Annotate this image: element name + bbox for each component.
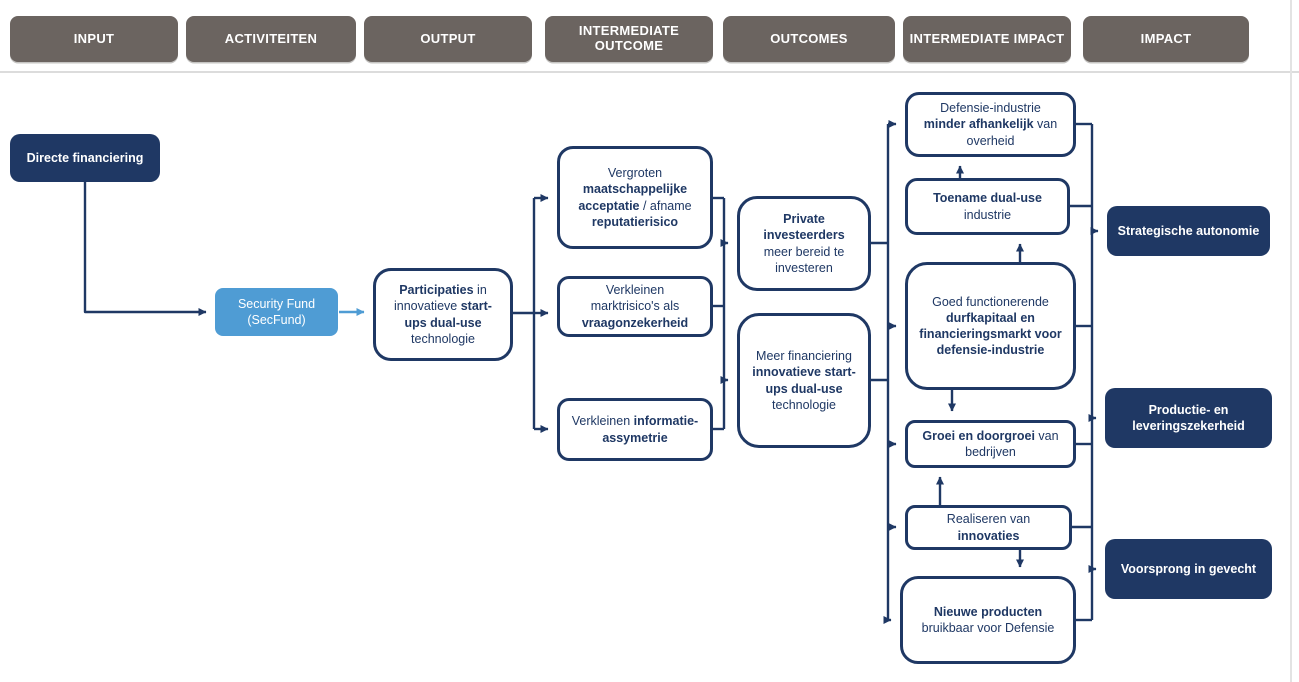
- node-toename-text: Toename dual-use industrie: [933, 191, 1046, 222]
- node-realiseren-van-innovaties: Realiseren van innovaties: [905, 505, 1072, 550]
- node-security-fund-text: Security Fund (SecFund): [237, 296, 319, 327]
- node-verkleinen-marktrisico: Verkleinen marktrisico's als vraagonzeke…: [557, 276, 713, 337]
- node-nieuwe-producten: Nieuwe producten bruikbaar voor Defensie: [900, 576, 1076, 664]
- node-groei-en-doorgroei: Groei en doorgroei van bedrijven: [905, 420, 1076, 468]
- node-verkleinen-informatie-assymetrie: Verkleinen informatie-assymetrie: [557, 398, 713, 461]
- node-productie-text: Productie- en leveringszekerheid: [1132, 402, 1245, 433]
- node-meer-financiering: Meer financiering innovatieve start-ups …: [737, 313, 871, 448]
- column-header-activiteiten: ACTIVITEITEN: [186, 16, 356, 62]
- column-header-input: INPUT: [10, 16, 178, 62]
- node-participaties: Participaties in innovatieve start-ups d…: [373, 268, 513, 361]
- column-header-intermediate-outcome: INTERMEDIATE OUTCOME: [545, 16, 713, 62]
- node-goed-functionerende-text: Goed functionerende durfkapitaal en fina…: [919, 294, 1066, 358]
- column-header-output: OUTPUT: [364, 16, 532, 62]
- node-directe-financiering-text: Directe financiering: [26, 150, 144, 165]
- node-verkleinen-informatie-text: Verkleinen informatie-assymetrie: [571, 414, 699, 445]
- node-voorsprong-in-gevecht: Voorsprong in gevecht: [1105, 539, 1272, 599]
- node-toename-dual-use-industrie: Toename dual-use industrie: [905, 178, 1070, 235]
- node-defensie-industrie-text: Defensie-industrie minder afhankelijk va…: [923, 101, 1061, 148]
- header-divider: [0, 71, 1299, 73]
- node-voorsprong-text: Voorsprong in gevecht: [1120, 561, 1257, 576]
- edge-input-to-secfund: [83, 182, 207, 316]
- node-vergroten-text: Vergroten maatschappelijke acceptatie / …: [578, 166, 696, 229]
- column-header-outcomes: OUTCOMES: [723, 16, 895, 62]
- node-directe-financiering: Directe financiering: [10, 134, 160, 182]
- node-security-fund: Security Fund (SecFund): [215, 288, 338, 336]
- node-participaties-text: Participaties in innovatieve start-ups d…: [394, 283, 492, 346]
- node-verkleinen-marktrisico-text: Verkleinen marktrisico's als vraagonzeke…: [581, 283, 689, 330]
- node-realiseren-text: Realiseren van innovaties: [946, 512, 1034, 543]
- figure-right-edge: [1290, 0, 1292, 682]
- column-header-intermediate-impact: INTERMEDIATE IMPACT: [903, 16, 1071, 62]
- node-meer-financiering-text: Meer financiering innovatieve start-ups …: [752, 349, 856, 412]
- node-strategische-autonomie-text: Strategische autonomie: [1117, 223, 1260, 238]
- node-nieuwe-producten-text: Nieuwe producten bruikbaar voor Defensie: [921, 604, 1055, 635]
- node-goed-functionerende-financieringsmarkt: Goed functionerende durfkapitaal en fina…: [905, 262, 1076, 390]
- node-strategische-autonomie: Strategische autonomie: [1107, 206, 1270, 256]
- node-productie-leveringszekerheid: Productie- en leveringszekerheid: [1105, 388, 1272, 448]
- column-header-impact: IMPACT: [1083, 16, 1249, 62]
- node-defensie-industrie-minder-afhankelijk: Defensie-industrie minder afhankelijk va…: [905, 92, 1076, 157]
- node-private-investeerders-text: Private investeerders meer bereid te inv…: [763, 212, 849, 275]
- node-groei-text: Groei en doorgroei van bedrijven: [922, 428, 1063, 459]
- node-vergroten-maatschappelijke-acceptatie: Vergroten maatschappelijke acceptatie / …: [557, 146, 713, 249]
- node-private-investeerders: Private investeerders meer bereid te inv…: [737, 196, 871, 291]
